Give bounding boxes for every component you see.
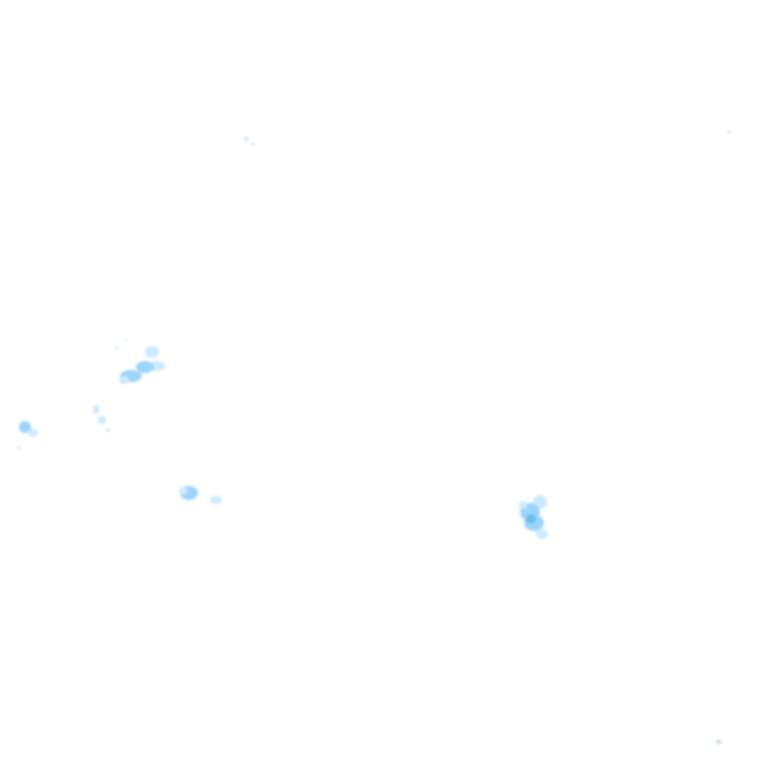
precip-cell-far-west [17, 421, 38, 450]
precip-cell-cluster-west [115, 338, 165, 384]
precip-cell-tiny-upper-left [243, 137, 255, 146]
precip-cell-streak-west [93, 404, 110, 432]
precip-cell-tiny-lower-right [716, 740, 722, 744]
precip-cell-central-east [519, 495, 548, 539]
precip-cell-southwest [179, 486, 222, 504]
precip-cell-tiny-upper-right [727, 130, 731, 134]
